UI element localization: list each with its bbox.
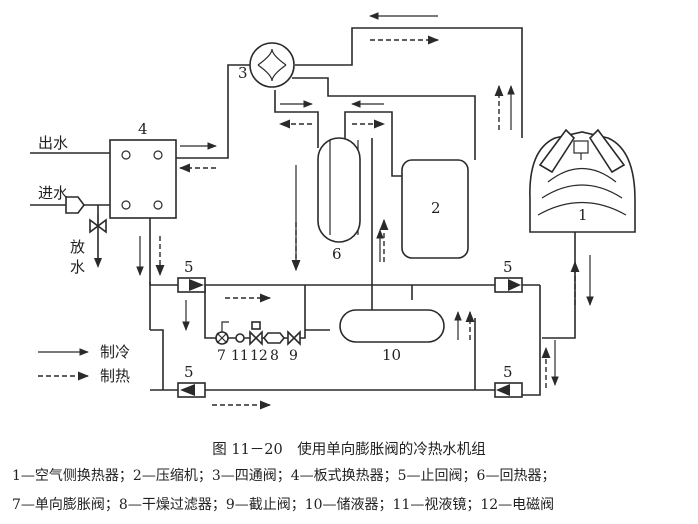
outlet-label: 出水	[38, 134, 68, 152]
label-component-5-tl: 5	[184, 258, 194, 276]
label-component-10: 10	[382, 346, 401, 364]
receiver	[339, 309, 445, 343]
label-component-12: 12	[250, 348, 268, 364]
check-valve-top-right	[494, 277, 523, 293]
refrigeration-schematic: 出水 进水 放 水 制冷 制热 1 2 3 4 5 5 5 5 6 10 7 1…	[30, 12, 636, 410]
legend-line-1: 1—空气侧换热器；2—压缩机；3—四通阀；4—板式换热器；5—止回阀；6—回热器…	[12, 468, 556, 484]
label-component-5-bl: 5	[184, 363, 194, 381]
legend-heating-label: 制热	[100, 367, 130, 385]
drain-valve-icon	[89, 214, 107, 268]
shutoff-valve-icon	[287, 330, 301, 346]
drain-label-1: 放	[70, 238, 85, 256]
legend-symbols	[38, 348, 90, 381]
compressor	[401, 159, 469, 259]
filter-drier-icon	[262, 332, 286, 344]
solenoid-valve-icon	[249, 321, 263, 346]
four-way-valve	[249, 42, 295, 88]
inlet-label: 进水	[38, 184, 68, 202]
label-component-5-tr: 5	[503, 258, 513, 276]
label-component-1: 1	[578, 206, 588, 224]
expansion-valve-icon	[215, 321, 229, 345]
label-component-7: 7	[217, 348, 226, 364]
drain-label-2: 水	[70, 258, 85, 276]
legend-cooling-label: 制冷	[100, 343, 130, 361]
flow-arrows	[136, 12, 594, 410]
label-component-2: 2	[431, 199, 441, 217]
inlet-strainer-icon	[65, 196, 85, 214]
label-component-9: 9	[289, 348, 298, 364]
check-valve-bottom-right	[494, 382, 523, 398]
check-valve-top-left	[177, 277, 206, 293]
label-component-5-br: 5	[503, 363, 513, 381]
plate-heat-exchanger	[109, 139, 177, 219]
check-valve-bottom-left	[177, 382, 206, 398]
label-component-11: 11	[231, 348, 249, 364]
sight-glass-icon	[235, 333, 245, 343]
air-side-heat-exchanger	[529, 128, 636, 233]
figure-caption: 图 11－20 使用单向膨胀阀的冷热水机组	[212, 442, 486, 458]
piping	[30, 27, 576, 396]
label-component-4: 4	[138, 120, 148, 138]
label-component-8: 8	[270, 348, 279, 364]
legend-line-2: 7—单向膨胀阀；8—干燥过滤器；9—截止阀；10—储液器；11—视液镜；12—电…	[12, 497, 555, 513]
regenerator	[317, 137, 361, 243]
label-component-6: 6	[332, 245, 342, 263]
label-component-3: 3	[238, 64, 248, 82]
